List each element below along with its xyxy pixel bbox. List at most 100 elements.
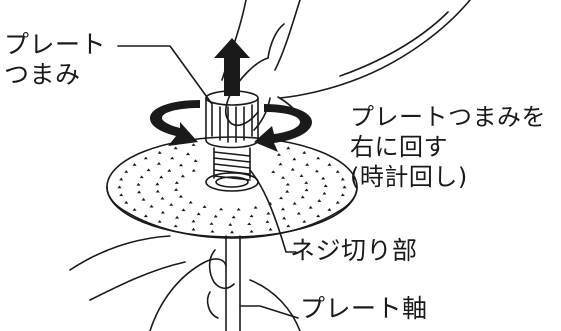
disc-perforation <box>327 208 332 211</box>
disc-perforation <box>210 229 215 233</box>
disc-perforation <box>160 210 165 214</box>
disc-perforation <box>296 211 301 215</box>
disc-perforation <box>136 182 141 186</box>
disc-perforation <box>236 207 241 211</box>
disc-perforation <box>231 215 236 219</box>
disc-perforation <box>302 151 307 154</box>
disc-perforation <box>124 200 129 204</box>
disc-perforation <box>314 169 319 173</box>
disc-perforation <box>139 175 144 179</box>
disc-perforation <box>155 182 160 186</box>
disc-perforation <box>157 151 162 154</box>
rotate-arrow-left-icon <box>150 100 200 146</box>
disc-perforation <box>302 219 307 223</box>
disc-perforation <box>271 170 276 173</box>
disc-perforation <box>282 216 287 220</box>
disc-perforation <box>292 157 297 161</box>
disc-perforation <box>141 197 146 201</box>
disc-perforation <box>247 222 252 226</box>
disc-perforation <box>268 202 273 205</box>
disc-perforation <box>268 227 273 231</box>
disc-perforation <box>191 219 196 223</box>
disc-perforation <box>335 170 340 173</box>
rotation-instruction-line2: 右に回す <box>350 133 448 161</box>
disc-perforation <box>280 207 285 211</box>
disc-perforation <box>323 184 328 187</box>
disc-perforation <box>185 152 190 156</box>
disc-perforation <box>322 191 327 195</box>
disc-perforation <box>292 201 297 205</box>
disc-perforation <box>321 176 326 180</box>
disc-perforation <box>253 205 258 209</box>
disc-perforation <box>308 205 313 209</box>
disc-perforation <box>143 156 148 160</box>
disc-perforation <box>327 163 332 166</box>
disc-perforation <box>159 175 164 179</box>
disc-perforation <box>342 185 347 189</box>
disc-perforation <box>317 199 322 202</box>
disc-perforation <box>304 188 309 192</box>
disc-perforation <box>191 143 196 146</box>
disc-perforations <box>117 143 347 234</box>
disc-perforation <box>119 193 124 197</box>
disc-perforation <box>300 195 305 199</box>
disc-perforation <box>156 162 161 165</box>
disc-perforation <box>170 156 175 160</box>
disc-perforation <box>230 230 234 234</box>
disc-perforation <box>124 170 129 173</box>
disc-perforation <box>117 185 122 189</box>
disc-perforation <box>228 222 233 226</box>
disc-perforation <box>132 208 137 211</box>
blade-disc <box>106 136 358 239</box>
disc-perforation <box>137 190 142 194</box>
disc-perforation <box>119 177 124 181</box>
disc-perforation <box>286 146 291 150</box>
plate-shaft <box>225 235 241 331</box>
disc-perforation <box>285 189 290 193</box>
disc-perforation <box>167 169 172 172</box>
disc-perforation <box>188 200 193 204</box>
disc-perforation <box>279 196 284 200</box>
disc-perforation <box>276 153 281 156</box>
disc-perforation <box>178 194 183 198</box>
plate-knob-label: プレート つまみ <box>4 30 106 90</box>
leader-lines <box>117 45 299 319</box>
disc-perforation <box>146 168 151 172</box>
disc-perforation <box>316 214 321 218</box>
disc-perforation <box>175 215 180 219</box>
plate-shaft-label: プレート軸 <box>300 294 428 323</box>
disc-perforation <box>193 159 198 162</box>
arrow-up-icon <box>214 38 250 96</box>
disc-perforation <box>169 203 174 206</box>
disc-perforation <box>286 224 291 228</box>
rotation-instruction-line3: (時計回し) <box>350 163 468 191</box>
disc-perforation <box>180 174 185 178</box>
disc-perforation <box>202 205 207 208</box>
disc-perforation <box>340 177 345 181</box>
disc-perforation <box>265 220 270 223</box>
disc-perforation <box>174 188 179 191</box>
disc-perforation <box>209 222 214 225</box>
disc-perforation <box>285 182 290 186</box>
disc-perforation <box>213 214 218 218</box>
upper-hand <box>221 0 471 131</box>
plate-knob-label-line1: プレート <box>4 30 107 59</box>
disc-perforation <box>316 156 321 160</box>
plate-knob-label-line2: つまみ <box>4 60 81 89</box>
disc-perforation <box>299 174 304 177</box>
disc-perforation <box>179 163 184 167</box>
disc-perforation <box>340 193 345 197</box>
disc-perforation <box>191 227 196 231</box>
disc-perforation <box>173 146 178 150</box>
disc-perforation <box>281 176 286 179</box>
disc-perforation <box>174 181 179 184</box>
disc-perforation <box>266 211 271 215</box>
disc-perforation <box>335 200 340 204</box>
disc-perforation <box>157 219 162 223</box>
disc-perforation <box>155 189 160 193</box>
disc-perforation <box>143 214 148 218</box>
disc-perforation <box>196 212 201 216</box>
disc-perforation <box>249 229 254 233</box>
